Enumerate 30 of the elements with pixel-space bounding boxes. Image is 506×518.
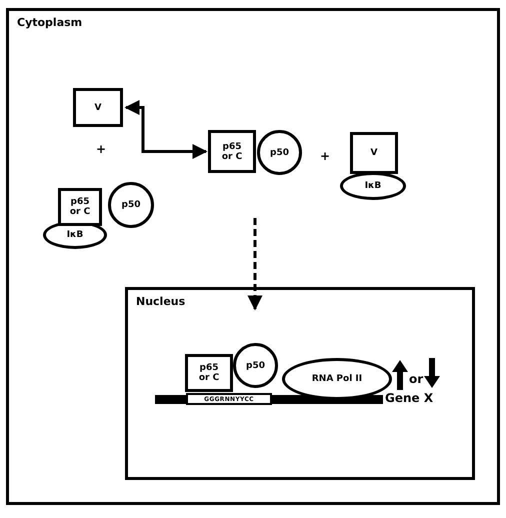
protein-label: RNA Pol II xyxy=(312,374,362,384)
protein-label: p65 or C xyxy=(198,363,220,383)
plus-sign: + xyxy=(320,150,330,163)
binding-site-box xyxy=(186,393,272,405)
arrow xyxy=(248,218,262,310)
arrow xyxy=(124,100,208,159)
protein-box xyxy=(208,130,256,173)
compartment-panel xyxy=(125,287,475,480)
protein-circle xyxy=(108,182,154,228)
protein-label: p50 xyxy=(122,200,140,210)
protein-label: V xyxy=(370,148,378,158)
protein-label: IκB xyxy=(66,230,84,240)
plus-sign: + xyxy=(96,143,106,156)
protein-label: p65 or C xyxy=(68,197,92,217)
compartment-label: Nucleus xyxy=(136,295,186,308)
protein-label: p50 xyxy=(246,360,265,370)
gene-label: Gene X xyxy=(385,392,434,405)
protein-circle xyxy=(257,130,302,175)
connector-word: or xyxy=(409,373,424,386)
protein-label: p65 or C xyxy=(220,142,244,162)
protein-circle xyxy=(233,343,278,388)
protein-box xyxy=(73,88,123,127)
protein-box xyxy=(58,188,102,226)
protein-box xyxy=(350,132,398,174)
protein-label: IκB xyxy=(364,181,382,191)
protein-label: V xyxy=(94,102,102,112)
protein-box xyxy=(185,354,233,392)
protein-label: p50 xyxy=(270,148,289,158)
compartment-label: Cytoplasm xyxy=(17,16,82,29)
compartment-panel xyxy=(6,8,500,505)
